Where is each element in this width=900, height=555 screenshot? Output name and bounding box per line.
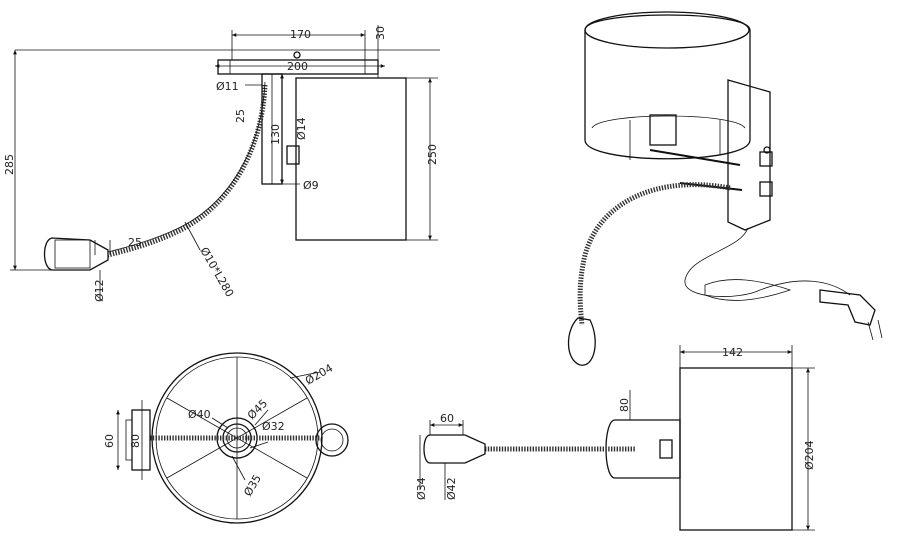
perspective-gooseneck: [577, 182, 731, 326]
perspective-lamp-head: [567, 317, 596, 366]
dim-d42: Ø42: [445, 477, 458, 500]
reading-lamp-head: [43, 237, 109, 271]
lamp-ring: [315, 423, 349, 457]
perspective-view-drawing: [567, 11, 883, 366]
dim-250: 250: [426, 144, 439, 165]
dim-30: 30: [374, 26, 387, 40]
dim-d204-front: Ø204: [803, 440, 816, 470]
front-lamp-head: [423, 434, 486, 464]
dim-25-head: 25: [128, 236, 142, 249]
shade-circle-outer: [151, 352, 323, 524]
dim-130: 130: [269, 124, 282, 145]
dim-285: 285: [3, 154, 16, 175]
back-plate: [727, 79, 771, 231]
shade-front: [679, 367, 793, 531]
front-view-drawing: 142 80 60 Ø204 Ø34 Ø42: [415, 345, 816, 531]
shade-cylinder: [584, 14, 751, 160]
dim-l280: Ø10*L280: [197, 245, 236, 299]
dim-60-top: 60: [103, 434, 116, 448]
dim-d11: Ø11: [216, 80, 239, 93]
dim-170: 170: [290, 28, 311, 41]
dim-d34: Ø34: [415, 477, 428, 500]
shade-side: [295, 77, 407, 241]
dim-80-top: 80: [129, 434, 142, 448]
dim-d14: Ø14: [295, 117, 308, 140]
dim-80-front: 80: [618, 398, 631, 412]
dim-d40: Ø40: [188, 408, 211, 421]
dim-142: 142: [722, 346, 743, 359]
front-back-plate: [605, 419, 681, 479]
side-view-drawing: 170 30 200 Ø11 285 250 130 25 Ø14 Ø9 25 …: [3, 25, 440, 302]
mount-screw-hole: [293, 51, 301, 59]
top-view-drawing: Ø204 Ø45 Ø40 Ø32 Ø35 60 80: [103, 352, 349, 524]
dim-d32: Ø32: [262, 420, 285, 433]
dim-d9: Ø9: [303, 179, 319, 192]
dim-200: 200: [287, 60, 308, 73]
power-plug: [819, 289, 876, 326]
dim-d35: Ø35: [241, 472, 264, 498]
dim-25-stem: 25: [234, 109, 247, 123]
dim-d204-top: Ø204: [303, 362, 335, 388]
dim-60-front: 60: [440, 412, 454, 425]
power-cable: [684, 227, 851, 297]
dim-d45: Ø45: [245, 397, 270, 422]
dim-d12: Ø12: [93, 279, 106, 302]
